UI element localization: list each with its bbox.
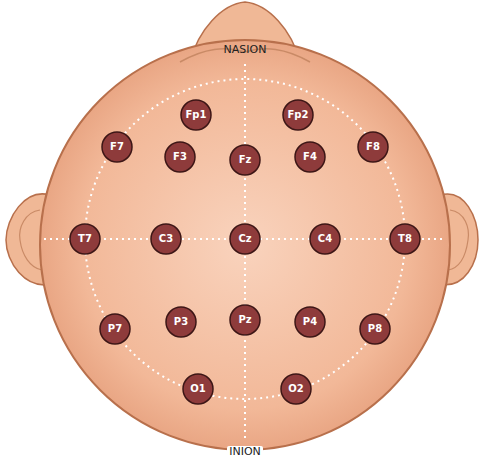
electrode: T7 bbox=[69, 223, 101, 255]
electrode-disc bbox=[310, 224, 340, 254]
electrode-disc bbox=[165, 142, 195, 172]
electrode-disc bbox=[230, 145, 260, 175]
landmark-label: NASION bbox=[222, 44, 269, 56]
electrode: Fz bbox=[229, 144, 261, 176]
electrode: P7 bbox=[99, 313, 131, 345]
electrode-disc bbox=[166, 307, 196, 337]
electrode: Fp1 bbox=[180, 99, 212, 131]
electrode-disc bbox=[102, 132, 132, 162]
electrode-name: T7 bbox=[78, 234, 92, 244]
electrode: F3 bbox=[164, 141, 196, 173]
electrode-disc bbox=[295, 307, 325, 337]
head-outline bbox=[40, 40, 450, 450]
electrode-disc bbox=[360, 314, 390, 344]
electrode-disc bbox=[70, 224, 100, 254]
electrode: O1 bbox=[182, 373, 214, 405]
electrode-name: Pz bbox=[238, 315, 251, 325]
electrode: Fp2 bbox=[282, 99, 314, 131]
electrode: T8 bbox=[389, 223, 421, 255]
left-ear-inner bbox=[20, 210, 42, 270]
landmark-label: INION bbox=[227, 446, 263, 458]
electrode-name: F8 bbox=[366, 142, 380, 152]
electrode-name: T8 bbox=[398, 234, 412, 244]
electrode: P4 bbox=[294, 306, 326, 338]
electrode-name: O2 bbox=[288, 384, 303, 394]
electrode-name: P8 bbox=[368, 324, 382, 334]
electrode-name: Fp2 bbox=[288, 110, 309, 120]
electrode: P8 bbox=[359, 313, 391, 345]
electrode-name: F4 bbox=[303, 152, 317, 162]
electrode-disc bbox=[230, 224, 260, 254]
electrode-disc bbox=[390, 224, 420, 254]
electrode-disc bbox=[358, 132, 388, 162]
electrode: Cz bbox=[229, 223, 261, 255]
electrode: C3 bbox=[150, 223, 182, 255]
electrode-disc bbox=[183, 374, 213, 404]
electrode: F7 bbox=[101, 131, 133, 163]
electrode-name: F7 bbox=[110, 142, 124, 152]
electrode-name: F3 bbox=[173, 152, 187, 162]
electrode-disc bbox=[230, 305, 260, 335]
electrode-name: Cz bbox=[238, 234, 251, 244]
electrode-name: P4 bbox=[303, 317, 317, 327]
electrode-name: C4 bbox=[318, 234, 332, 244]
electrode-disc bbox=[281, 374, 311, 404]
electrode: O2 bbox=[280, 373, 312, 405]
electrode-name: P3 bbox=[174, 317, 188, 327]
electrode: F8 bbox=[357, 131, 389, 163]
electrode-disc bbox=[283, 100, 313, 130]
electrode-disc bbox=[181, 100, 211, 130]
electrode-name: P7 bbox=[108, 324, 122, 334]
electrode-disc bbox=[295, 142, 325, 172]
electrode-name: C3 bbox=[159, 234, 173, 244]
electrode: C4 bbox=[309, 223, 341, 255]
electrode-name: Fp1 bbox=[186, 110, 207, 120]
electrode: Pz bbox=[229, 304, 261, 336]
electrode-disc bbox=[100, 314, 130, 344]
electrode-name: O1 bbox=[190, 384, 205, 394]
electrode: P3 bbox=[165, 306, 197, 338]
electrode: F4 bbox=[294, 141, 326, 173]
electrode-name: Fz bbox=[239, 155, 252, 165]
right-ear-inner bbox=[448, 210, 468, 270]
electrode-disc bbox=[151, 224, 181, 254]
